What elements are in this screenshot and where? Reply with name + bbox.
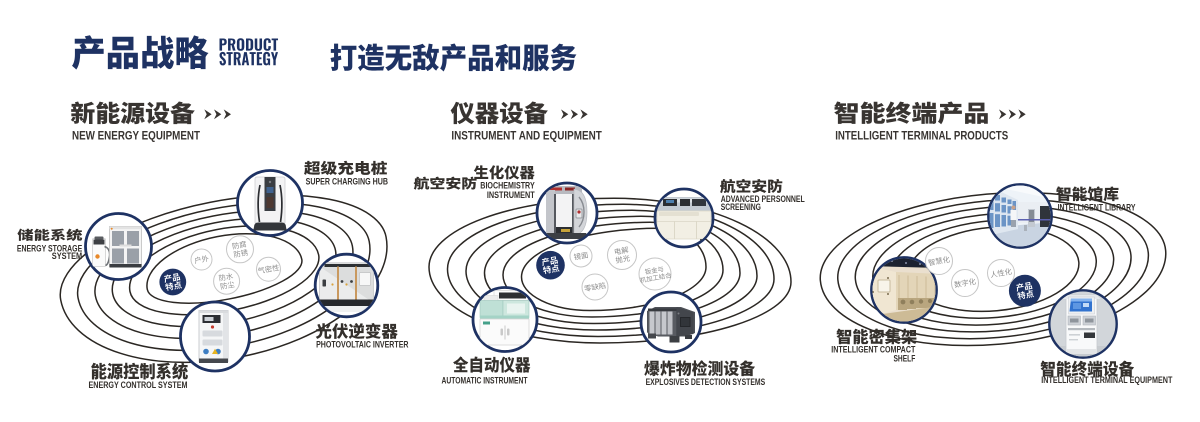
svg-text:ENERGY CONTROL SYSTEM: ENERGY CONTROL SYSTEM xyxy=(89,380,188,390)
svg-text:INSTRUMENT AND EQUIPMENT: INSTRUMENT AND EQUIPMENT xyxy=(451,129,602,143)
svg-text:SHELF: SHELF xyxy=(894,353,916,363)
svg-text:INSTRUMENT: INSTRUMENT xyxy=(487,190,535,200)
svg-text:SCREENING: SCREENING xyxy=(721,202,761,212)
svg-text:PHOTOVOLTAIC INVERTER: PHOTOVOLTAIC INVERTER xyxy=(316,339,409,349)
svg-text:INTELLIGENT TERMINAL EQUIPMENT: INTELLIGENT TERMINAL EQUIPMENT xyxy=(1041,375,1172,385)
svg-text:SYSTEM: SYSTEM xyxy=(52,251,82,261)
svg-text:ENERGY STORAGE: ENERGY STORAGE xyxy=(17,243,82,253)
svg-text:INTELLIGENT COMPACT: INTELLIGENT COMPACT xyxy=(831,344,915,354)
svg-text:BIOCHEMISTRY: BIOCHEMISTRY xyxy=(480,181,534,191)
svg-text:INTELLIGENT TERMINAL PRODUCTS: INTELLIGENT TERMINAL PRODUCTS xyxy=(835,129,1008,143)
svg-text:INTELLIGENT LIBRARY: INTELLIGENT LIBRARY xyxy=(1058,202,1136,212)
svg-text:ADVANCED PERSONNEL: ADVANCED PERSONNEL xyxy=(721,194,805,204)
svg-text:AUTOMATIC INSTRUMENT: AUTOMATIC INSTRUMENT xyxy=(442,375,528,385)
svg-text:EXPLOSIVES DETECTION SYSTEMS: EXPLOSIVES DETECTION SYSTEMS xyxy=(646,377,766,387)
svg-text:SUPER CHARGING HUB: SUPER CHARGING HUB xyxy=(306,176,389,186)
svg-text:NEW ENERGY EQUIPMENT: NEW ENERGY EQUIPMENT xyxy=(72,129,201,143)
